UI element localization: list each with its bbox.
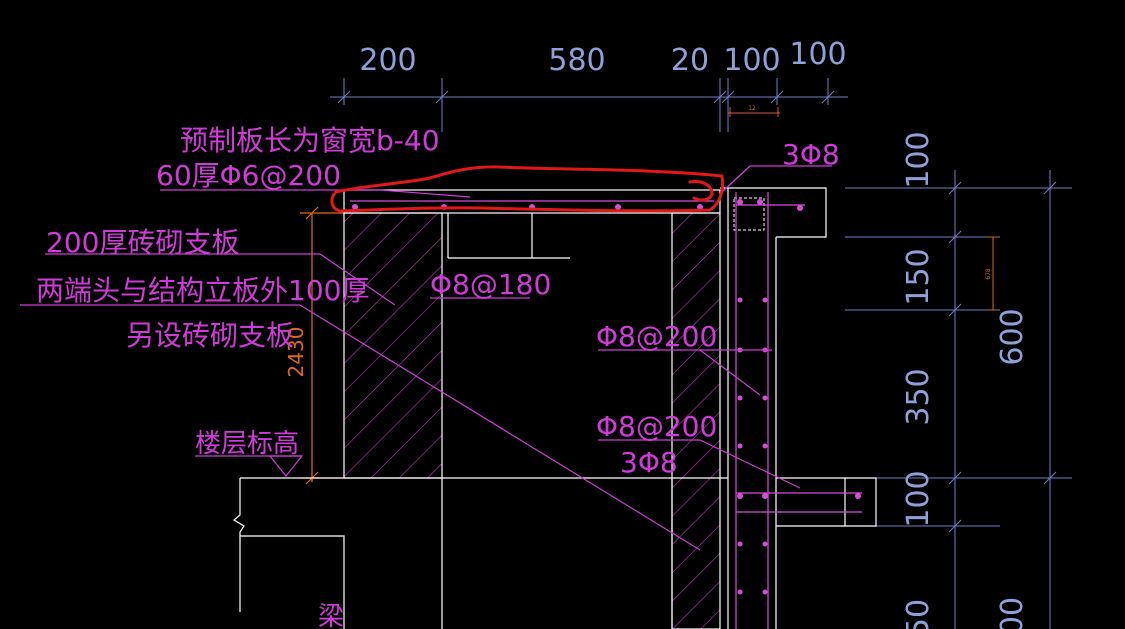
end-note-1: 两端头与结构立板外100厚	[36, 274, 369, 307]
right-dim-150: 150	[901, 248, 936, 305]
beam-label: 梁	[318, 602, 344, 629]
precast-note-2: 60厚Φ6@200	[156, 159, 341, 192]
wall-rebar	[350, 192, 862, 629]
right-dim-bottom-right: 00	[995, 597, 1030, 629]
top-dimension-chain	[330, 78, 848, 132]
small-top-dimension	[728, 107, 780, 117]
rebar-label-phi8-200-a: Φ8@200	[596, 320, 717, 353]
rebar-label-phi8-200-b: Φ8@200	[596, 410, 717, 443]
top-dim-580: 580	[548, 43, 605, 78]
rebar-label-bottom: 3Φ8	[620, 446, 678, 479]
brick-support-wall-left	[343, 212, 443, 479]
right-dim-350: 350	[901, 368, 936, 425]
top-dim-200: 200	[359, 43, 416, 78]
small-right-dimension	[988, 236, 998, 311]
rebar-dots	[352, 199, 861, 595]
small-right-dim-label: 678	[985, 268, 992, 280]
red-markup-circle	[330, 165, 724, 213]
right-dim-100-top: 100	[901, 131, 936, 188]
right-dim-50: 50	[901, 599, 936, 629]
end-note-2: 另设砖砌支板	[126, 319, 294, 352]
right-dim-100-bottom: 100	[901, 470, 936, 527]
top-dim-100-a: 100	[723, 43, 780, 78]
rebar-label-top: 3Φ8	[782, 138, 840, 171]
top-beam-stirrup	[733, 197, 765, 231]
precast-note-1: 预制板长为窗宽b-40	[180, 124, 440, 157]
right-dimension-chain	[845, 170, 1072, 629]
left-dim-2430-label: 2430	[284, 327, 308, 378]
rebar-label-phi8-180: Φ8@180	[430, 268, 551, 301]
concrete-structure-outline	[232, 187, 877, 629]
top-dim-100-b: 100	[789, 37, 846, 72]
right-dim-600: 600	[995, 308, 1030, 365]
brick-support-label: 200厚砖砌支板	[46, 226, 239, 259]
small-top-dim-label: 12	[748, 105, 756, 112]
floor-level-label: 楼层标高	[195, 429, 299, 459]
top-dim-20: 20	[671, 43, 709, 78]
